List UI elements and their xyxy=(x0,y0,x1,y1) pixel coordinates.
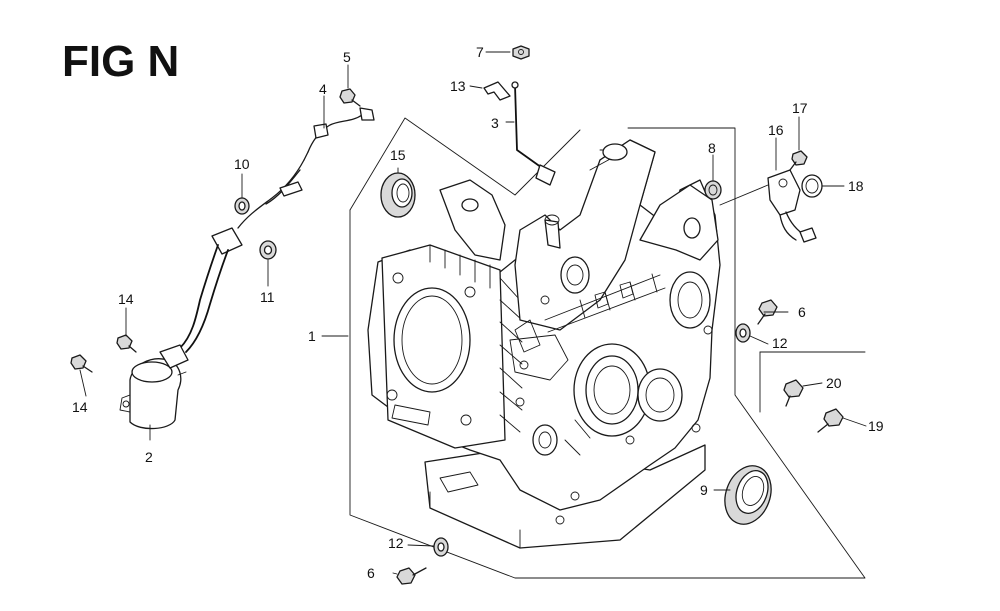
callout-6-bottom: 6 xyxy=(367,565,375,581)
callout-10: 10 xyxy=(234,156,250,172)
callout-12-bottom: 12 xyxy=(388,535,404,551)
bolt-17 xyxy=(789,150,808,171)
callout-13: 13 xyxy=(450,78,466,94)
callout-2: 2 xyxy=(145,449,153,465)
assembly-boundary xyxy=(349,117,866,579)
nut-11 xyxy=(259,240,277,260)
washer-10 xyxy=(234,197,250,215)
callout-16: 16 xyxy=(768,122,784,138)
callout-5: 5 xyxy=(343,49,351,65)
washer-12-right xyxy=(735,323,751,343)
callout-3: 3 xyxy=(491,115,499,131)
callout-labels: 1 2 3 4 5 6 6 7 8 9 10 11 12 12 13 14 14… xyxy=(72,44,884,581)
plug-8-top xyxy=(704,180,722,200)
oil-switch-16 xyxy=(767,169,817,243)
callout-8: 8 xyxy=(708,140,716,156)
oil-seal-9 xyxy=(724,465,772,525)
callout-20: 20 xyxy=(826,375,842,391)
drain-plug-19 xyxy=(817,408,844,433)
clamp-18 xyxy=(801,174,823,198)
nut-7 xyxy=(512,45,530,60)
callout-4: 4 xyxy=(319,81,327,97)
governor-arm-3 xyxy=(511,81,556,186)
callout-7: 7 xyxy=(476,44,484,60)
bolt-14-lower xyxy=(70,354,93,373)
leader-lines xyxy=(79,51,867,575)
callout-18: 18 xyxy=(848,178,864,194)
callout-1: 1 xyxy=(308,328,316,344)
callout-17: 17 xyxy=(792,100,808,116)
callout-15: 15 xyxy=(390,147,406,163)
callout-14-upper: 14 xyxy=(118,291,134,307)
callout-9: 9 xyxy=(700,482,708,498)
bolt-14-upper xyxy=(116,334,137,353)
switch-wire-4 xyxy=(303,107,375,161)
clip-13 xyxy=(483,81,511,101)
callout-11: 11 xyxy=(260,289,275,305)
bolt-5 xyxy=(339,88,361,107)
callout-6-right: 6 xyxy=(798,304,806,320)
drain-bolt-20 xyxy=(783,379,804,407)
callout-12-right: 12 xyxy=(772,335,788,351)
callout-14-lower: 14 xyxy=(72,399,88,415)
crankcase xyxy=(367,139,721,549)
callout-19: 19 xyxy=(868,418,884,434)
ignition-coil-2 xyxy=(119,159,305,430)
washer-12-bottom xyxy=(433,537,449,557)
oil-seal-15 xyxy=(380,172,416,218)
bolt-6-bottom xyxy=(396,567,427,585)
figure-title: FIG N xyxy=(62,37,179,86)
